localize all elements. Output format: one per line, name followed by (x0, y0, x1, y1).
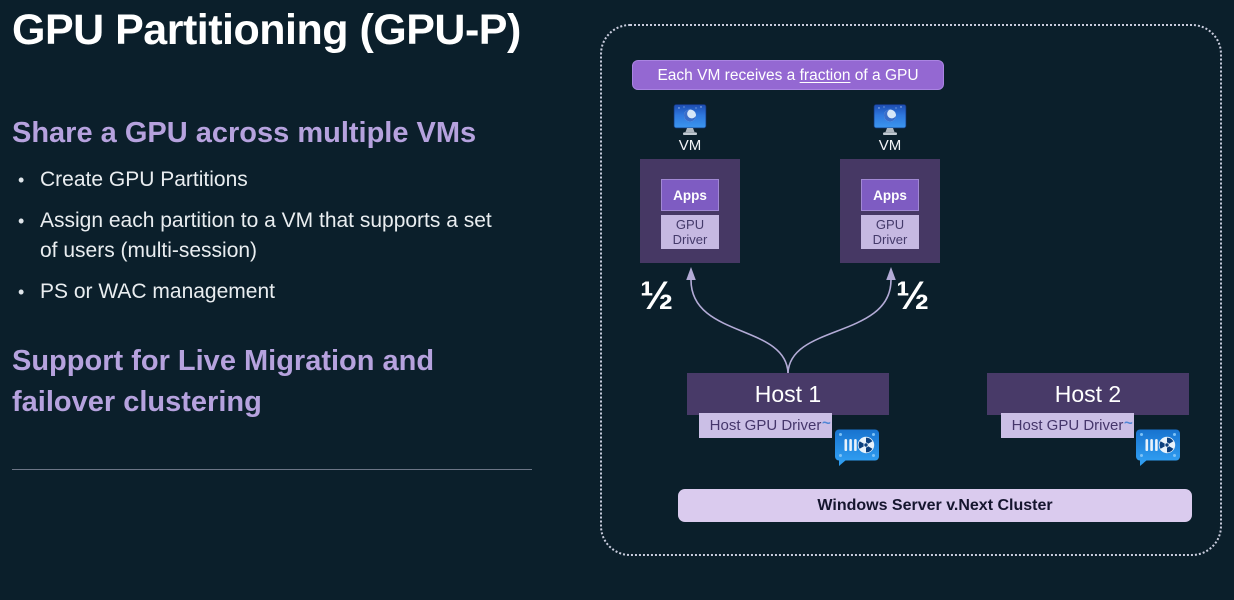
guest-gpu-driver-box: GPU Driver (861, 215, 919, 249)
bullet-create-partitions: Create GPU Partitions (14, 165, 510, 195)
vm-label: VM (878, 137, 902, 154)
gpu-partitioning-diagram: Each VM receives a fraction of a GPU VM (600, 24, 1222, 556)
banner-text-after: of a GPU (854, 67, 919, 84)
host-2-box: Host 2 (987, 373, 1189, 415)
gpu-card-icon (835, 429, 879, 466)
fraction-half-right: ½ (896, 274, 930, 318)
section-heading-live-migration: Support for Live Migration and failover … (12, 345, 435, 418)
banner-text-before: Each VM receives a (657, 67, 796, 84)
vm-monitor-icon (873, 104, 907, 135)
vm-partition-box-1: Apps GPU Driver (640, 159, 740, 263)
fraction-half-left: ½ (640, 274, 674, 318)
slide-title: GPU Partitioning (GPU-P) (12, 6, 521, 54)
bullet-assign-partition: Assign each partition to a VM that suppo… (14, 206, 510, 266)
host-gpu-driver-label-2: Host GPU Driver (1001, 413, 1134, 438)
cluster-bar: Windows Server v.Next Cluster (678, 489, 1192, 522)
vm-label: VM (678, 137, 702, 154)
diagram-banner: Each VM receives a fraction of a GPU (632, 60, 944, 90)
vm-monitor-icon (673, 104, 707, 135)
horizontal-divider (12, 469, 532, 470)
tilde-mark: ~ (822, 415, 831, 432)
guest-gpu-driver-box: GPU Driver (661, 215, 719, 249)
bullet-list: Create GPU Partitions Assign each partit… (14, 165, 534, 318)
apps-box: Apps (661, 179, 719, 211)
vm-partition-box-2: Apps GPU Driver (840, 159, 940, 263)
vm-unit-1: VM Apps GPU Driver (640, 104, 740, 263)
gpu-card-icon (1136, 429, 1180, 466)
bullet-ps-wac: PS or WAC management (14, 277, 510, 307)
host-1-box: Host 1 (687, 373, 889, 415)
vm-unit-2: VM Apps GPU Driver (840, 104, 940, 263)
apps-box: Apps (861, 179, 919, 211)
tilde-mark: ~ (1124, 415, 1133, 432)
host-gpu-driver-label-1: Host GPU Driver (699, 413, 832, 438)
banner-underlined-word: fraction (799, 67, 851, 84)
section-heading-share-gpu: Share a GPU across multiple VMs (12, 117, 477, 149)
